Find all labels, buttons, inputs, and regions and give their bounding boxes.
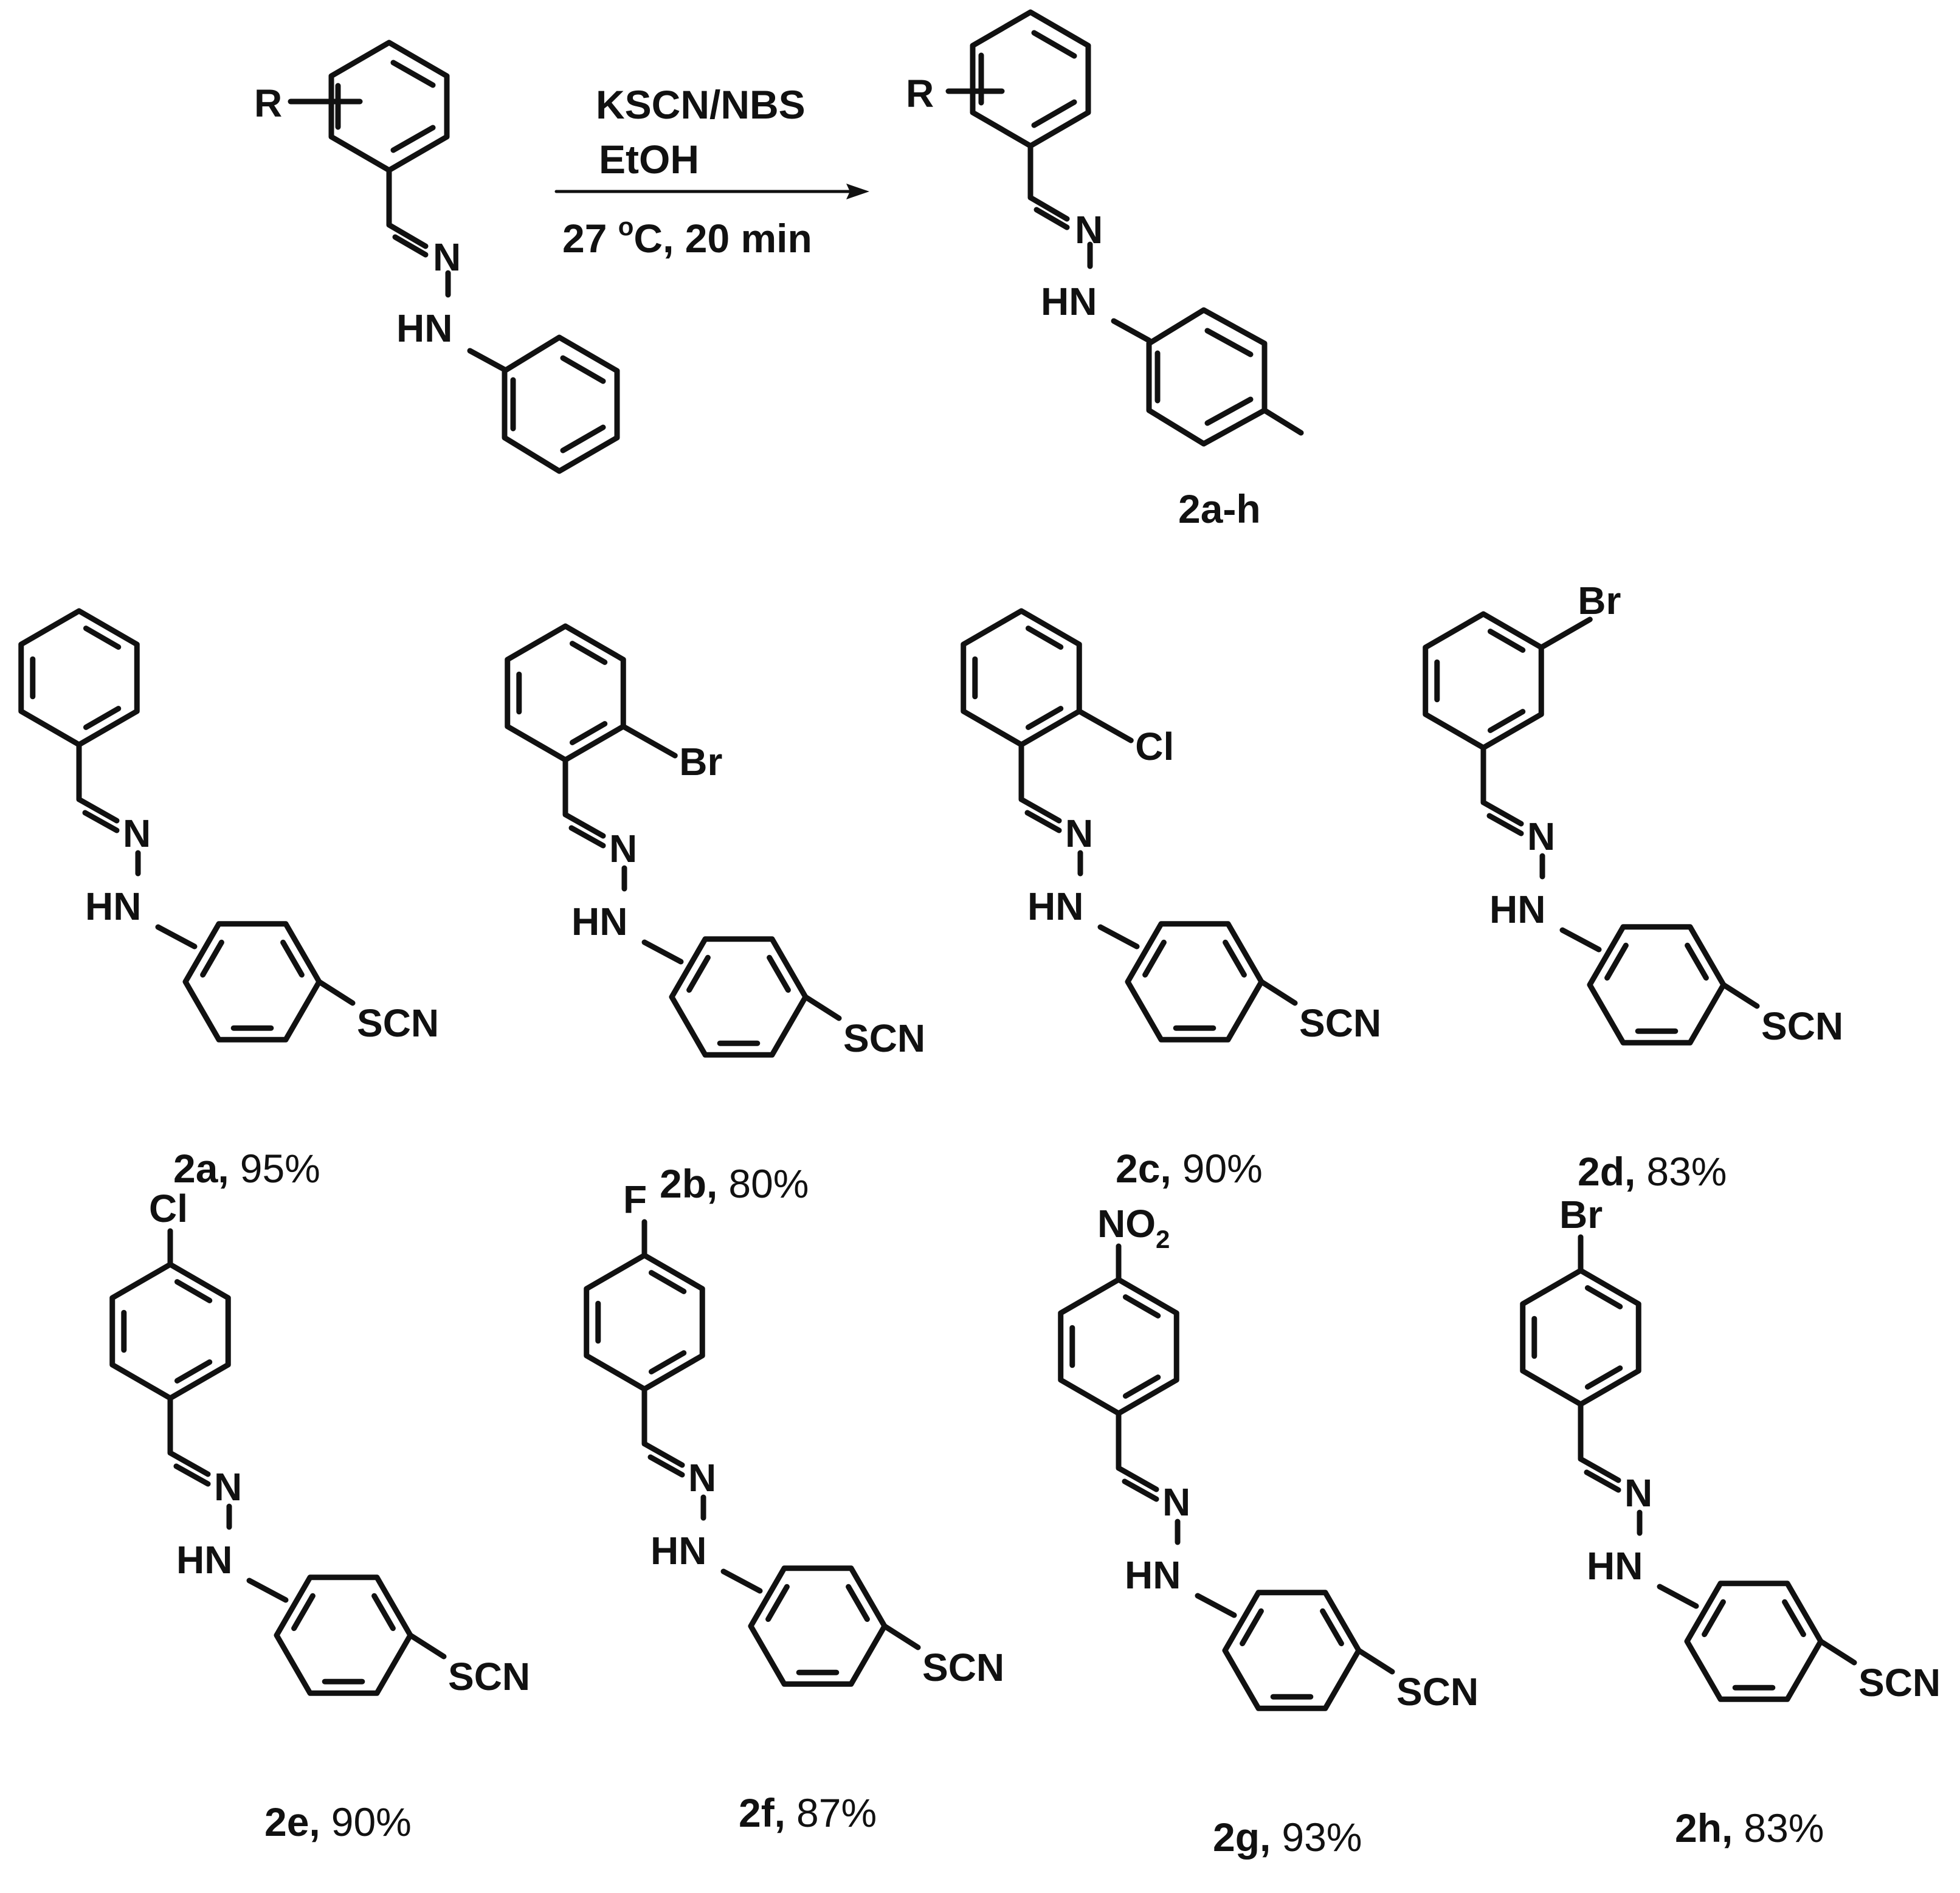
atom-nh-2a: HN bbox=[85, 884, 141, 928]
product-molecule: R N HN 2a-h bbox=[906, 9, 1304, 531]
benzene-ring-reactant-top bbox=[328, 40, 450, 173]
substituent-2c: Cl bbox=[1135, 725, 1174, 768]
atom-n-2c: N bbox=[1065, 812, 1093, 855]
scn-group-2b: SCN bbox=[843, 1016, 925, 1060]
solvent-text: EtOH bbox=[599, 137, 699, 182]
aryl-ring-2h bbox=[1520, 1267, 1641, 1407]
atom-nh-2h: HN bbox=[1587, 1544, 1643, 1588]
atom-n-2h: N bbox=[1624, 1471, 1652, 1515]
atom-nh-2e: HN bbox=[176, 1538, 232, 1582]
aryl-ring-2f bbox=[584, 1252, 705, 1392]
substituent-2e: Cl bbox=[149, 1187, 188, 1230]
compound-label-2f: 2f,87% bbox=[739, 1790, 877, 1835]
yield-2b: 80% bbox=[728, 1161, 809, 1206]
compound-2b: BrN HN SCN 2b,80% bbox=[505, 623, 925, 1206]
atom-n-2a: N bbox=[123, 812, 151, 855]
phenylene-ring-2b bbox=[669, 936, 809, 1058]
compound-2e: ClN HN SCN 2e,90% bbox=[109, 1187, 530, 1844]
aryl-ring-2e bbox=[109, 1261, 231, 1401]
substituent-2h: Br bbox=[1559, 1193, 1603, 1236]
compound-label-2g: 2g,93% bbox=[1213, 1815, 1362, 1860]
yield-2e: 90% bbox=[331, 1799, 412, 1844]
atom-n-2g: N bbox=[1162, 1480, 1190, 1524]
scn-group-2e: SCN bbox=[448, 1655, 530, 1698]
compound-2c: ClN HN SCN 2c,90% bbox=[961, 608, 1381, 1191]
atom-nh-2f: HN bbox=[650, 1529, 706, 1573]
yield-2g: 93% bbox=[1282, 1815, 1362, 1860]
yield-2c: 90% bbox=[1182, 1146, 1263, 1191]
scn-group-2g: SCN bbox=[1396, 1670, 1479, 1714]
atom-nh-2d: HN bbox=[1489, 888, 1545, 931]
temperature-text: 27 oC, 20 min bbox=[562, 212, 812, 261]
phenylene-ring-2g bbox=[1222, 1590, 1362, 1711]
product-label: 2a-h bbox=[1178, 486, 1261, 531]
r-substituent-product: R bbox=[906, 72, 934, 116]
substituent-2g: NO2 bbox=[1097, 1202, 1170, 1253]
atom-n-reactant: N bbox=[433, 235, 461, 279]
aryl-ring-2b bbox=[505, 623, 626, 763]
atom-nh-2g: HN bbox=[1125, 1553, 1181, 1597]
substituent-2f: F bbox=[623, 1178, 647, 1221]
compound-2h: BrN HN SCN 2h,83% bbox=[1520, 1193, 1941, 1850]
scn-group-2f: SCN bbox=[922, 1646, 1004, 1689]
compound-label-2b: 2b,80% bbox=[660, 1161, 809, 1206]
phenylene-ring-2a bbox=[182, 921, 322, 1043]
benzene-ring-reactant-bottom bbox=[502, 334, 620, 474]
phenylene-ring-2f bbox=[748, 1565, 888, 1687]
compound-label-2c: 2c,90% bbox=[1116, 1146, 1263, 1191]
aryl-ring-2c bbox=[961, 608, 1082, 748]
atom-n-2d: N bbox=[1527, 815, 1555, 858]
compound-2a: N HN SCN 2a,95% bbox=[18, 608, 439, 1191]
atom-n-2e: N bbox=[214, 1465, 242, 1509]
atom-nh-reactant: HN bbox=[396, 306, 452, 350]
substrate-scope: NHNSCN2a,95%BrNHNSCN2b,80%ClNHNSCN2c,90%… bbox=[18, 579, 1941, 1860]
yield-2a: 95% bbox=[240, 1146, 320, 1191]
reaction-arrow-group: KSCN/NBS EtOH 27 oC, 20 min bbox=[554, 82, 869, 261]
benzene-ring-product-bottom bbox=[1146, 307, 1268, 447]
atom-n-product: N bbox=[1075, 208, 1103, 252]
compound-2f: F N HN SCN 2f,87% bbox=[584, 1178, 1004, 1835]
phenylene-ring-2h bbox=[1684, 1581, 1824, 1702]
substituent-2b: Br bbox=[679, 740, 722, 784]
substituent-2d: Br bbox=[1578, 579, 1621, 622]
scn-group-2d: SCN bbox=[1761, 1004, 1843, 1048]
compound-label-2d: 2d,83% bbox=[1578, 1149, 1727, 1194]
hydrazone-linker-reactant bbox=[386, 167, 508, 373]
substituent-subscript-2g: 2 bbox=[1156, 1225, 1170, 1253]
scn-group-2c: SCN bbox=[1299, 1001, 1381, 1045]
r-substituent: R bbox=[254, 81, 282, 125]
atom-nh-product: HN bbox=[1041, 280, 1097, 323]
bond-scn-product bbox=[1261, 407, 1304, 436]
aryl-ring-2a bbox=[18, 608, 140, 748]
compound-label-2h: 2h,83% bbox=[1675, 1805, 1824, 1850]
compound-label-2e: 2e,90% bbox=[264, 1799, 412, 1844]
aryl-ring-2g bbox=[1058, 1277, 1179, 1416]
scn-group-2h: SCN bbox=[1858, 1661, 1941, 1705]
reagents-text: KSCN/NBS bbox=[596, 82, 806, 127]
compound-label-2a: 2a,95% bbox=[173, 1146, 320, 1191]
benzene-ring-product-top bbox=[970, 9, 1091, 149]
phenylene-ring-2d bbox=[1587, 924, 1727, 1046]
yield-2h: 83% bbox=[1744, 1805, 1824, 1850]
atom-nh-2b: HN bbox=[571, 900, 627, 943]
atom-nh-2c: HN bbox=[1027, 884, 1083, 928]
phenylene-ring-2c bbox=[1125, 921, 1265, 1043]
arrow-head bbox=[846, 184, 869, 199]
atom-n-2f: N bbox=[688, 1456, 716, 1500]
compound-2d: BrN HN SCN 2d,83% bbox=[1423, 579, 1843, 1194]
hydrazone-linker-product bbox=[1027, 143, 1152, 343]
reactant-molecule: R N HN bbox=[254, 40, 620, 474]
atom-n-2b: N bbox=[609, 827, 637, 871]
phenylene-ring-2e bbox=[274, 1574, 413, 1696]
aryl-ring-2d bbox=[1423, 611, 1544, 751]
yield-2d: 83% bbox=[1646, 1149, 1727, 1194]
scn-group-2a: SCN bbox=[357, 1001, 439, 1045]
yield-2f: 87% bbox=[796, 1790, 877, 1835]
